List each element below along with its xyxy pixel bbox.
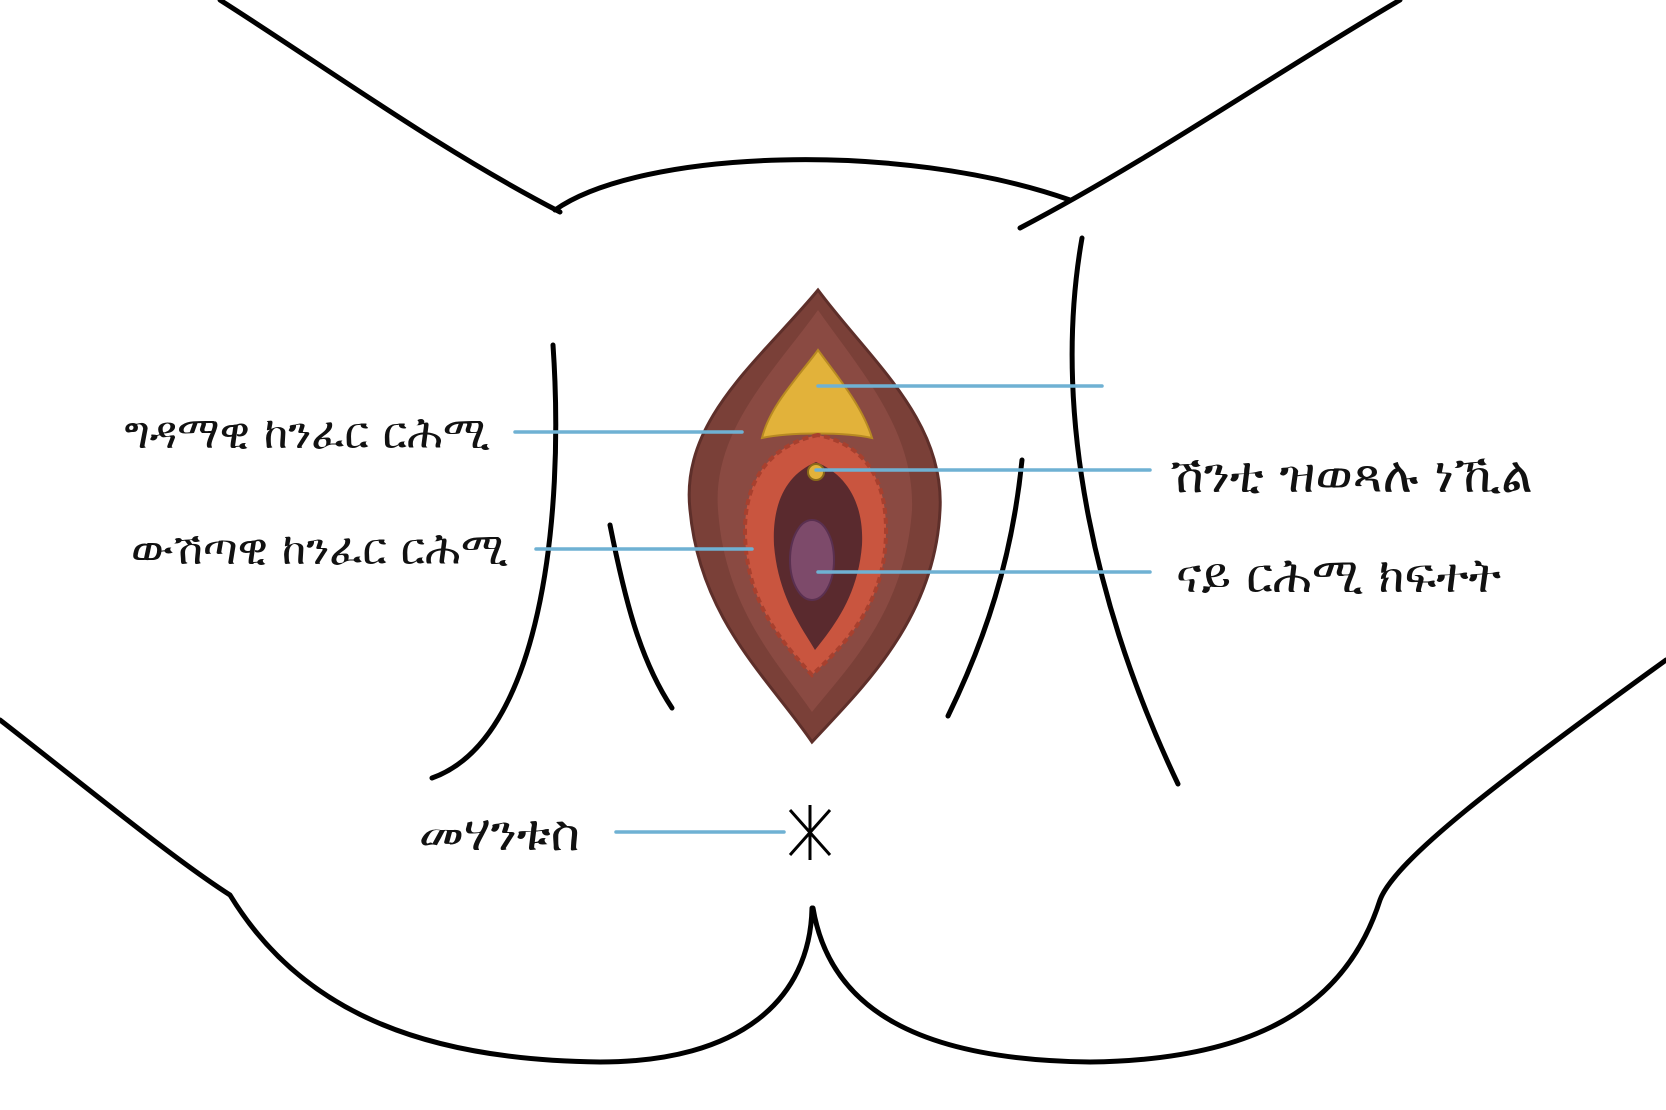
abdomen-curve bbox=[552, 157, 1073, 213]
right-buttock bbox=[810, 657, 1666, 1065]
vaginal-opening-shape bbox=[789, 519, 835, 601]
perineum-mark bbox=[788, 805, 832, 860]
left-thigh-top-line bbox=[217, 0, 563, 215]
right-inner-crease bbox=[945, 457, 1025, 719]
right-groin-line bbox=[1069, 235, 1181, 787]
label-vaginal-opening: ናይ ርሕሚ ክፍተት bbox=[1176, 548, 1501, 604]
label-inner-labia: ውሽጣዊ ከንፈር ርሕሚ bbox=[130, 524, 508, 575]
body-outline bbox=[0, 0, 1666, 1065]
left-buttock bbox=[0, 717, 815, 1065]
right-thigh-top-line bbox=[1017, 0, 1403, 231]
urethral-opening-dot bbox=[807, 463, 825, 481]
leader-lines bbox=[513, 384, 1152, 834]
anatomy-illustration bbox=[687, 287, 942, 745]
left-groin-line bbox=[429, 342, 559, 781]
label-urethral-opening: ሽንቲ ዝወጻሉ ነኺል bbox=[1170, 446, 1533, 504]
label-outer-labia: ግዳማዊ ከንፈር ርሕሚ bbox=[124, 408, 490, 459]
left-inner-crease bbox=[607, 522, 675, 711]
label-perineum: መሃንቱስ bbox=[418, 804, 580, 862]
